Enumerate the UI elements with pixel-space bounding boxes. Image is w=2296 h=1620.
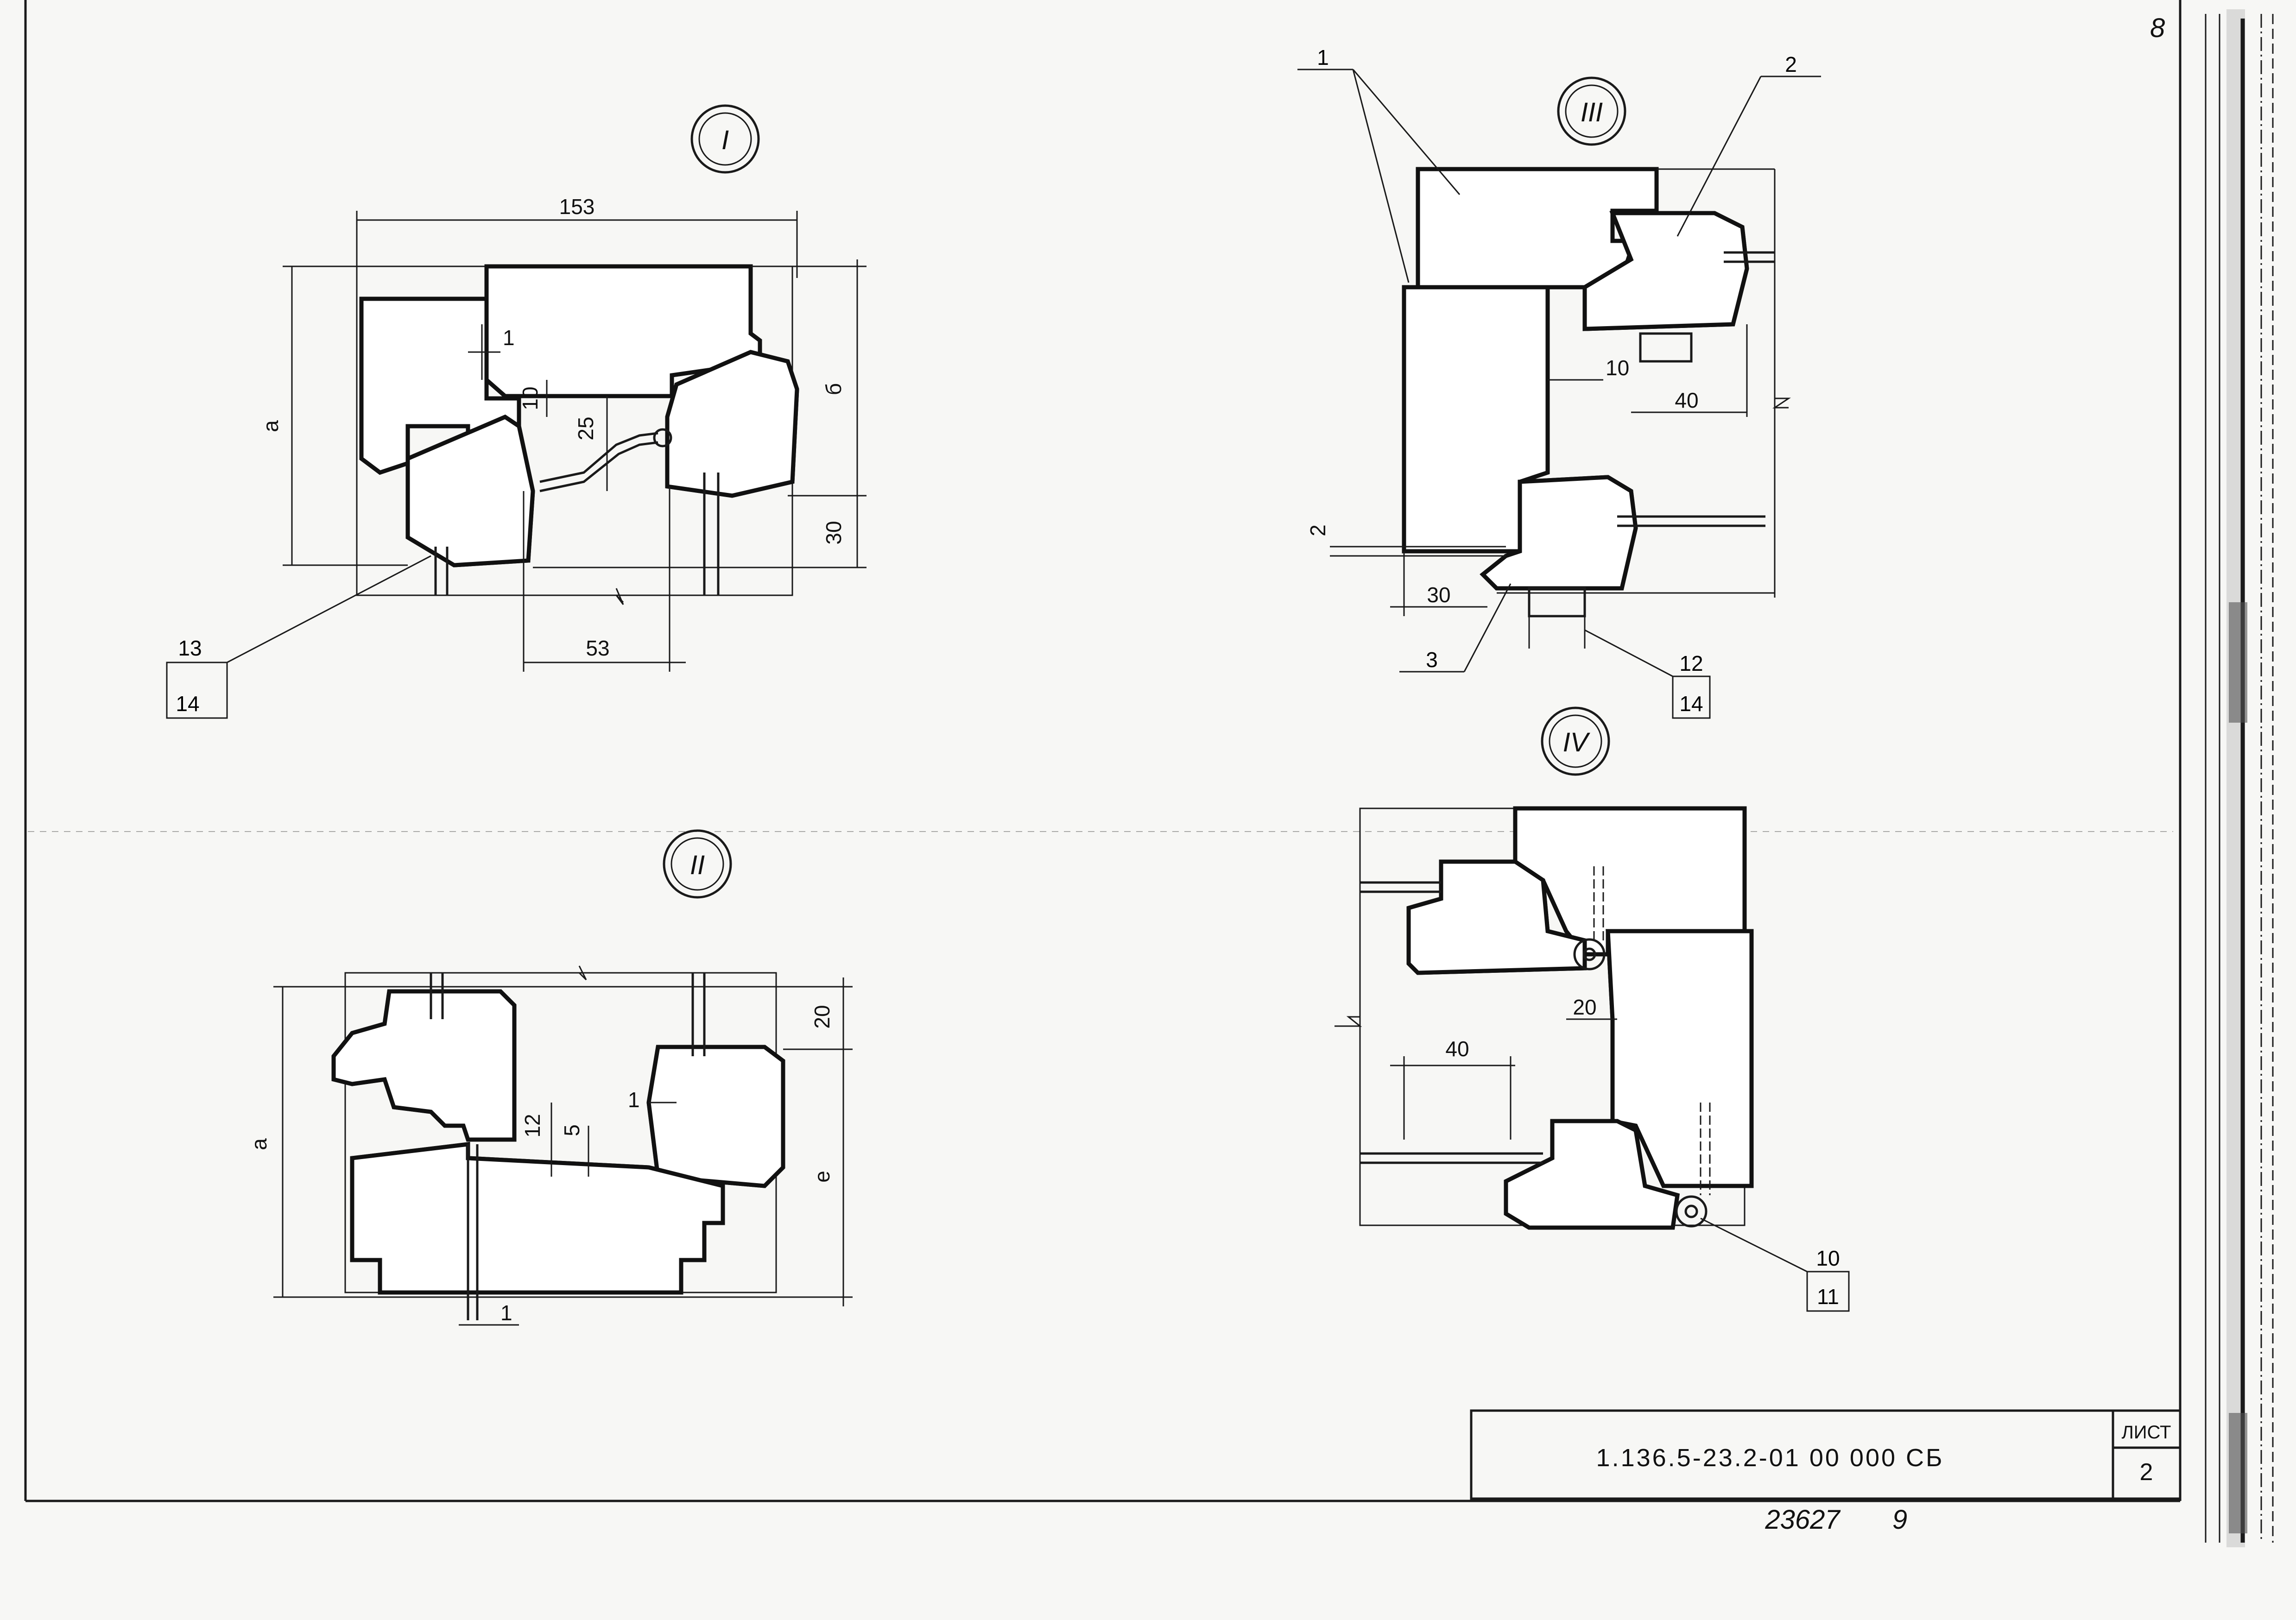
corner-page-mark: 8 [2150,13,2165,43]
detail-I-marker: I [721,125,729,155]
binding-edge [2226,9,2274,1547]
dim-IV-20: 20 [1573,995,1596,1019]
dim-III-2: 2 [1306,524,1330,536]
dim-I-1: 1 [503,326,515,350]
dim-II-5: 5 [560,1124,584,1136]
dim-III-10: 10 [1606,356,1629,380]
dim-II-12: 12 [520,1114,544,1137]
dim-I-b: б [822,383,846,395]
dim-II-1a: 1 [628,1088,640,1112]
detail-II: II а 20 е 12 5 1 [247,829,853,1326]
dim-III-30: 30 [1427,583,1450,607]
leader-III-2: 2 [1785,52,1797,76]
detail-IV: IV 20 40 [1335,706,1850,1312]
detail-II-marker: II [690,850,705,880]
dim-IV-40: 40 [1445,1037,1469,1061]
sheet-label: ЛИСТ [2122,1422,2171,1443]
dim-I-153: 153 [559,195,595,219]
sheet-frame [24,0,2220,1543]
leader-III-3: 3 [1426,648,1438,672]
inventory-page: 9 [1892,1505,1907,1535]
inventory-number: 23627 [1765,1505,1841,1535]
callout-III-14: 14 [1679,692,1703,716]
detail-IV-marker: IV [1563,727,1591,757]
dim-II-1b: 1 [500,1301,512,1325]
callout-I-13: 13 [178,636,202,660]
leader-III-1: 1 [1317,45,1329,69]
detail-III-marker: III [1581,97,1603,127]
title-block: 1.136.5-23.2-01 00 000 СБ ЛИСТ 2 23627 9 [1470,1409,2182,1535]
dim-II-a: а [247,1138,271,1150]
callout-IV-11: 11 [1817,1285,1839,1309]
dim-I-25: 25 [574,416,598,440]
callout-IV-10: 10 [1816,1246,1840,1270]
sheet-number: 2 [2140,1459,2153,1486]
dim-III-40: 40 [1675,388,1698,412]
callout-I-14: 14 [176,692,199,716]
dim-I-a: а [259,420,283,432]
callout-III-12: 12 [1679,651,1703,675]
dim-II-20: 20 [810,1005,834,1028]
detail-I: I 153 а [166,104,867,719]
drawing-code: 1.136.5-23.2-01 00 000 СБ [1596,1444,1944,1472]
dim-II-e: е [810,1171,834,1183]
dim-I-10: 10 [518,386,542,410]
dim-I-53: 53 [586,636,609,660]
detail-III: III 10 40 [1297,45,1821,719]
dim-I-30: 30 [822,521,846,544]
